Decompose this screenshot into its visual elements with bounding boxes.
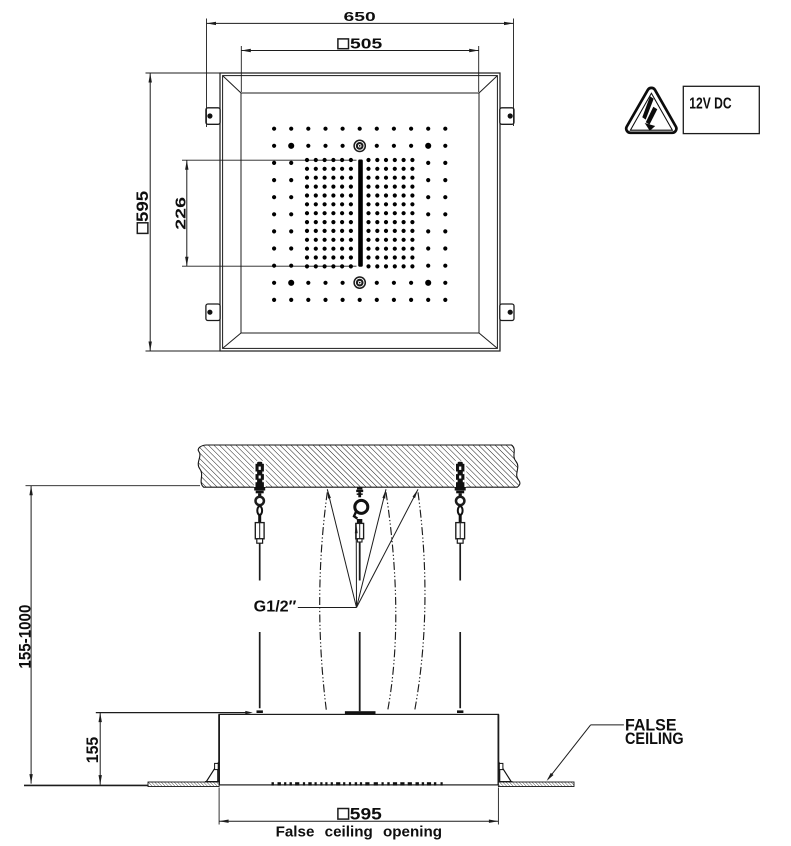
svg-text:595: 595 (350, 805, 382, 823)
svg-text:G1/2″: G1/2″ (254, 599, 297, 616)
svg-text:155-1000: 155-1000 (15, 605, 34, 669)
svg-text:505: 505 (350, 37, 382, 53)
svg-text:CEILING: CEILING (625, 730, 684, 748)
svg-text:FALSE: FALSE (625, 716, 677, 734)
svg-text:False ceiling opening: False ceiling opening (276, 824, 442, 841)
svg-text:12V DC: 12V DC (689, 96, 732, 113)
svg-text:155: 155 (84, 737, 102, 764)
svg-text:226: 226 (173, 197, 190, 230)
svg-text:650: 650 (344, 9, 376, 24)
svg-text:595: 595 (134, 191, 152, 222)
